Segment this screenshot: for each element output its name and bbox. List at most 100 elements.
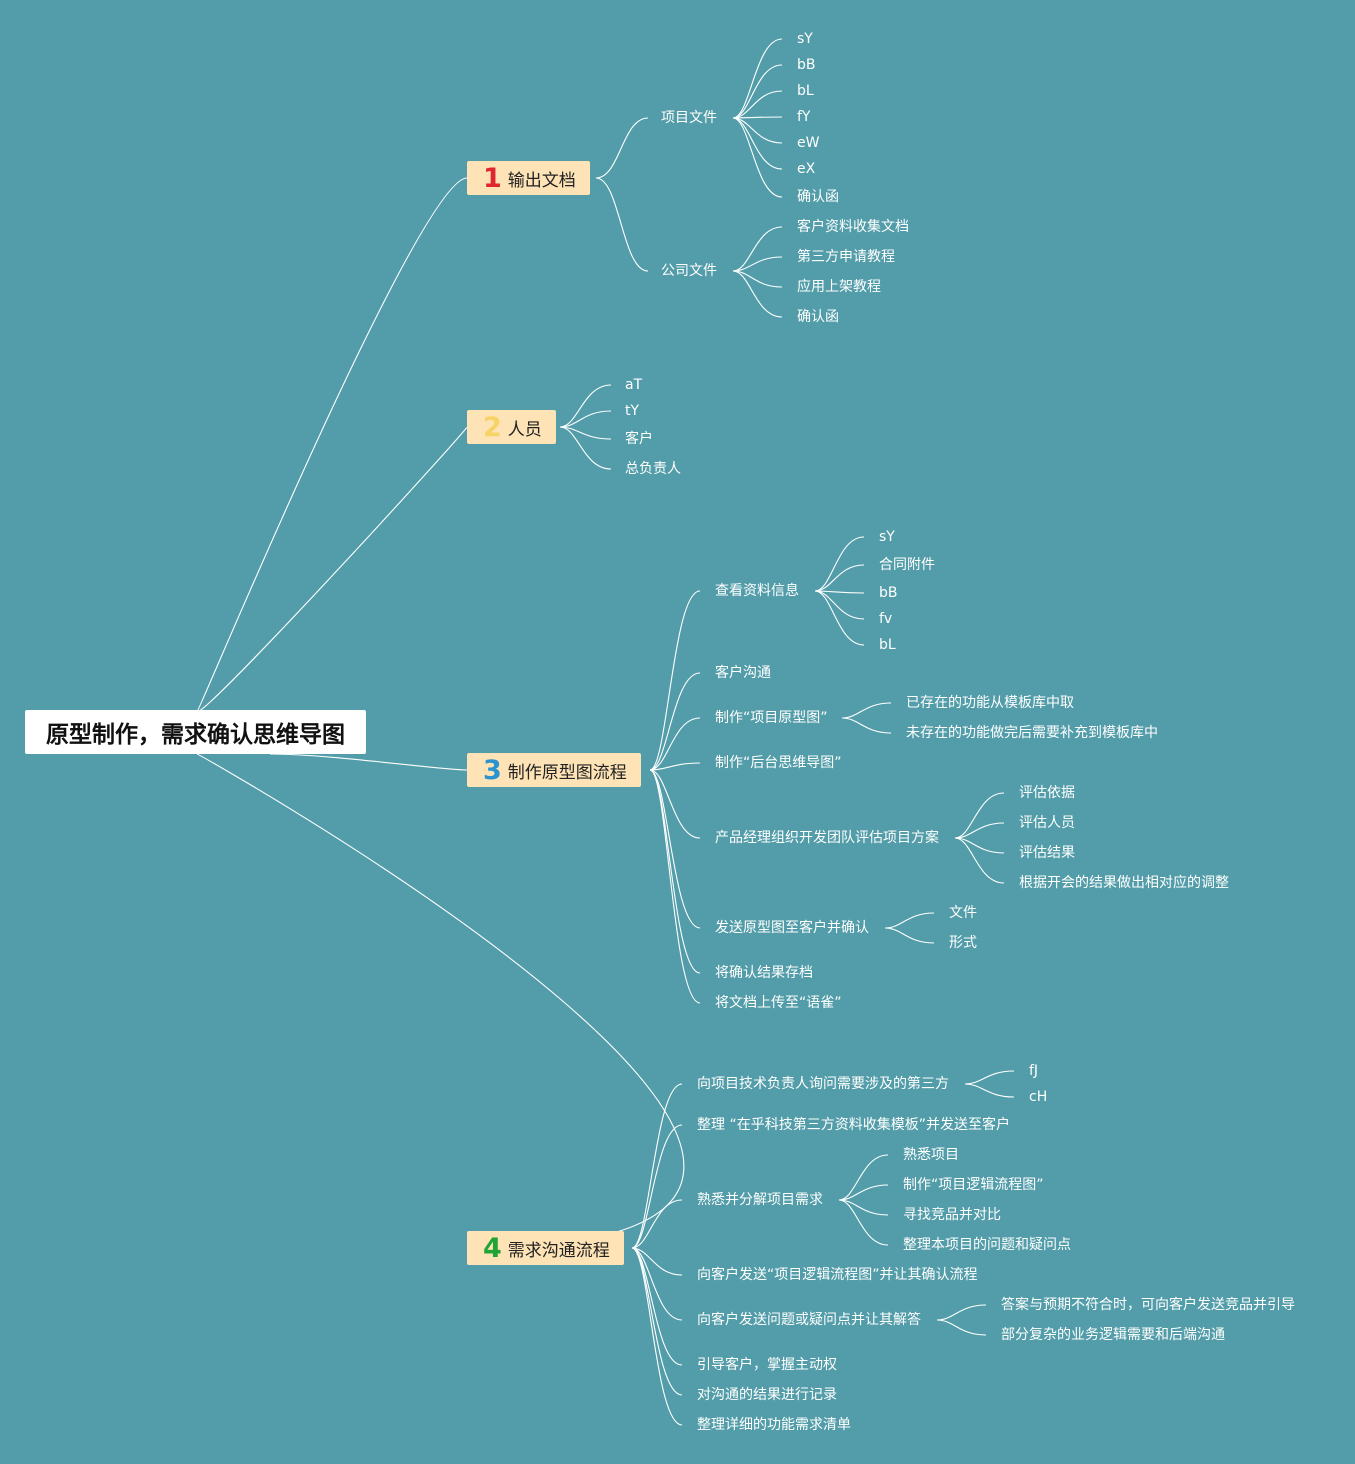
connector-line	[649, 769, 701, 1004]
connector-line	[732, 90, 783, 119]
connector-line	[884, 927, 935, 944]
connector-line	[649, 717, 701, 771]
connector-line	[732, 38, 783, 119]
subtopic[interactable]: 整理详细的功能需求清单	[697, 1417, 851, 1433]
subtopic-project-files[interactable]: 项目文件	[661, 110, 717, 126]
leaf-topic[interactable]: 部分复杂的业务逻辑需要和后端沟通	[1001, 1327, 1225, 1343]
leaf-topic[interactable]: bB	[879, 585, 898, 601]
subtopic[interactable]: 总负责人	[625, 461, 681, 477]
connector-line	[631, 1247, 683, 1426]
leaf-topic[interactable]: 制作“项目逻辑流程图”	[903, 1177, 1044, 1193]
subtopic[interactable]: 整理 “在乎科技第三方资料收集模板”并发送至客户	[697, 1117, 1010, 1133]
connector-line	[649, 590, 701, 771]
number-1-icon: 1	[483, 162, 502, 194]
branch-2-label: 人员	[507, 419, 542, 440]
leaf-topic[interactable]: 应用上架教程	[797, 279, 881, 295]
connector-line	[841, 717, 892, 734]
connector-line	[269, 753, 468, 771]
branch-2-node[interactable]: 2 人员	[467, 410, 556, 444]
leaf-topic[interactable]: 整理本项目的问题和疑问点	[903, 1237, 1071, 1253]
leaf-topic[interactable]: 形式	[949, 935, 977, 951]
leaf-topic[interactable]: fJ	[1029, 1063, 1039, 1079]
connector-line	[838, 1199, 889, 1216]
subtopic-company-files[interactable]: 公司文件	[661, 263, 717, 279]
branch-1-node[interactable]: 1 输出文档	[467, 161, 590, 195]
connector-line	[732, 117, 783, 170]
connector-line	[196, 426, 468, 713]
subtopic[interactable]: 向客户发送问题或疑问点并让其解答	[697, 1312, 921, 1328]
connector-line	[936, 1319, 987, 1336]
leaf-topic[interactable]: 根据开会的结果做出相对应的调整	[1019, 875, 1229, 891]
connector-line	[884, 912, 935, 929]
leaf-topic[interactable]: sY	[879, 529, 895, 545]
subtopic[interactable]: tY	[625, 403, 640, 419]
leaf-topic[interactable]: 答案与预期不符合时，可向客户发送竞品并引导	[1001, 1297, 1295, 1313]
leaf-topic[interactable]: 合同附件	[879, 557, 935, 573]
number-3-icon: 3	[483, 754, 502, 786]
leaf-topic[interactable]: 文件	[949, 905, 977, 921]
subtopic[interactable]: aT	[625, 377, 643, 393]
connector-line	[631, 1083, 683, 1249]
connector-line	[631, 1124, 683, 1249]
subtopic[interactable]: 引导客户，掌握主动权	[697, 1357, 837, 1373]
subtopic[interactable]: 对沟通的结果进行记录	[697, 1387, 837, 1403]
subtopic[interactable]: 制作“后台思维导图”	[715, 755, 842, 771]
connector-line	[649, 762, 701, 771]
branch-3-node[interactable]: 3 制作原型图流程	[467, 753, 641, 787]
connector-line	[936, 1304, 987, 1321]
branch-3-label: 制作原型图流程	[507, 762, 627, 783]
connector-line	[595, 117, 649, 179]
leaf-topic[interactable]: 寻找竞品并对比	[903, 1207, 1001, 1223]
subtopic[interactable]: 向项目技术负责人询问需要涉及的第三方	[697, 1076, 949, 1092]
leaf-topic[interactable]: 评估人员	[1019, 815, 1075, 831]
leaf-topic[interactable]: 熟悉项目	[903, 1147, 959, 1163]
connector-line	[732, 64, 783, 119]
connector-line	[814, 564, 865, 592]
leaf-topic[interactable]: 评估依据	[1019, 785, 1075, 801]
connector-line	[814, 536, 865, 592]
branch-4-node[interactable]: 4 需求沟通流程	[467, 1231, 624, 1265]
subtopic[interactable]: 熟悉并分解项目需求	[697, 1192, 823, 1208]
leaf-topic[interactable]: 评估结果	[1019, 845, 1075, 861]
subtopic[interactable]: 客户	[625, 431, 653, 447]
connector-line	[649, 769, 701, 839]
connector-line	[964, 1083, 1015, 1098]
connector-line	[732, 256, 783, 272]
connector-line	[649, 769, 701, 929]
connector-line	[196, 753, 685, 1249]
subtopic[interactable]: 将文档上传至“语雀”	[715, 995, 842, 1011]
leaf-topic[interactable]: 客户资料收集文档	[797, 219, 909, 235]
root-title: 原型制作，需求确认思维导图	[46, 722, 345, 748]
leaf-topic[interactable]: 已存在的功能从模板库中取	[906, 695, 1074, 711]
subtopic[interactable]: 查看资料信息	[715, 583, 799, 599]
subtopic[interactable]: 产品经理组织开发团队评估项目方案	[715, 830, 939, 846]
subtopic[interactable]: 制作“项目原型图”	[715, 710, 828, 726]
leaf-topic[interactable]: eX	[797, 161, 816, 177]
connector-line	[964, 1070, 1015, 1085]
branch-1-label: 输出文档	[507, 170, 576, 191]
subtopic[interactable]: 将确认结果存档	[715, 965, 813, 981]
leaf-topic[interactable]: 未存在的功能做完后需要补充到模板库中	[906, 725, 1158, 741]
leaf-topic[interactable]: 第三方申请教程	[797, 249, 895, 265]
leaf-topic[interactable]: 确认函	[797, 309, 839, 325]
leaf-topic[interactable]: fY	[797, 109, 811, 125]
leaf-topic[interactable]: bB	[797, 57, 816, 73]
subtopic[interactable]: 向客户发送“项目逻辑流程图”并让其确认流程	[697, 1267, 978, 1283]
leaf-topic[interactable]: bL	[797, 83, 814, 99]
connector-line	[595, 177, 649, 272]
connector-line	[838, 1184, 889, 1201]
subtopic[interactable]: 发送原型图至客户并确认	[715, 920, 869, 936]
root-node[interactable]: 原型制作，需求确认思维导图	[25, 710, 366, 754]
leaf-topic[interactable]: eW	[797, 135, 820, 151]
leaf-topic[interactable]: sY	[797, 31, 813, 47]
leaf-topic[interactable]: 确认函	[797, 189, 839, 205]
leaf-topic[interactable]: fv	[879, 611, 893, 627]
connector-line	[559, 426, 612, 470]
connector-line	[631, 1199, 683, 1249]
connector-line	[841, 702, 892, 719]
connector-line	[196, 177, 468, 713]
subtopic[interactable]: 客户沟通	[715, 665, 771, 681]
connector-line	[838, 1154, 889, 1201]
leaf-topic[interactable]: cH	[1029, 1089, 1048, 1105]
leaf-topic[interactable]: bL	[879, 637, 896, 653]
